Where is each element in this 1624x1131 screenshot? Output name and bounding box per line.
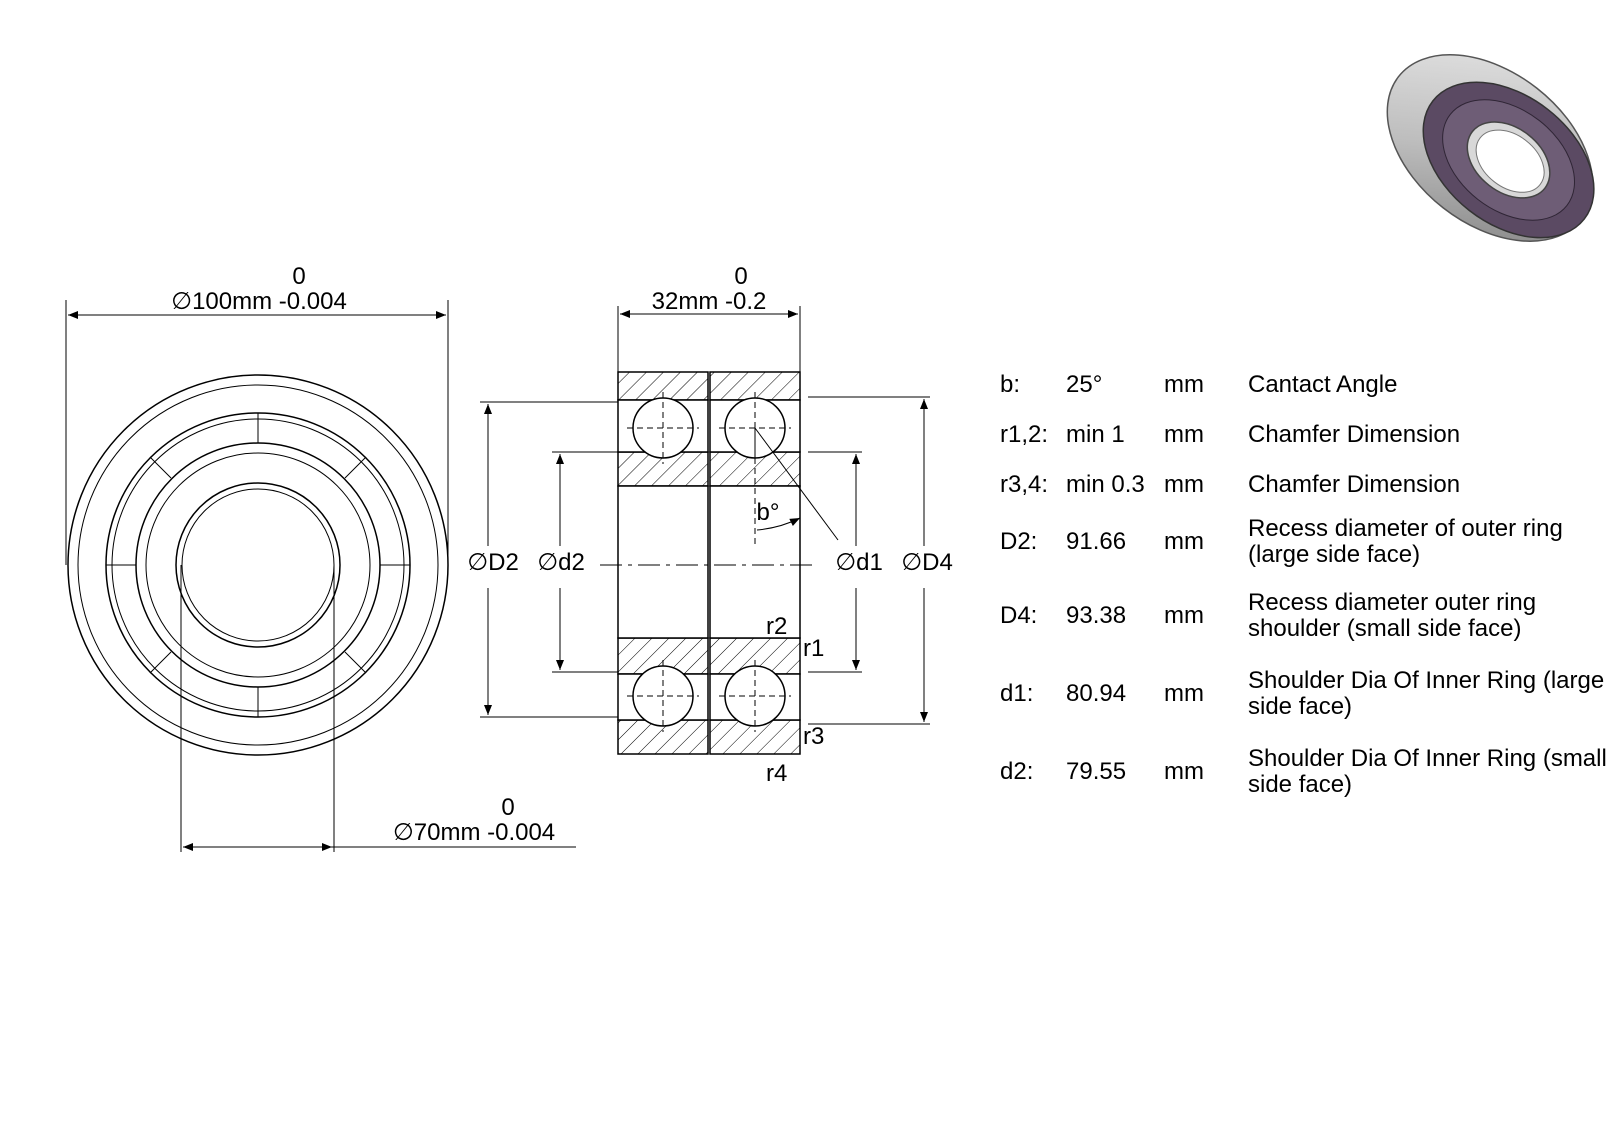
r2-label: r2 <box>766 613 787 640</box>
spec-description: Chamfer Dimension <box>1248 421 1461 448</box>
contact-angle-mark <box>754 427 839 548</box>
spec-unit: mm <box>1164 680 1204 707</box>
spec-unit: mm <box>1164 421 1204 448</box>
spec-value: 91.66 <box>1066 528 1127 555</box>
ball-center-marks <box>600 392 816 732</box>
spec-description: Recess diameter outer ring shoulder (sma… <box>1248 589 1537 642</box>
spec-key: r3,4: <box>1000 471 1049 498</box>
d4-label: ∅D4 <box>901 549 953 576</box>
spec-unit: mm <box>1164 528 1204 555</box>
spec-key: d2: <box>1000 758 1034 785</box>
outer-diameter-dimension <box>65 300 449 565</box>
inner-diameter-upper: 0 <box>501 794 514 821</box>
spec-unit: mm <box>1164 471 1204 498</box>
spec-value: 93.38 <box>1066 602 1127 629</box>
spec-description: Recess diameter of outer ring (large sid… <box>1248 515 1563 568</box>
d1-label: ∅d1 <box>835 549 883 576</box>
spec-value: min 0.3 <box>1066 471 1145 498</box>
spec-unit: mm <box>1164 371 1204 398</box>
spec-key: d1: <box>1000 680 1034 707</box>
bearing-render <box>1386 54 1595 242</box>
spec-value: 80.94 <box>1066 680 1127 707</box>
front-view <box>67 374 449 756</box>
r4-label: r4 <box>766 760 787 787</box>
inner-diameter-lower: ∅70mm -0.004 <box>393 819 555 846</box>
outer-diameter-upper: 0 <box>292 263 305 290</box>
d2-inner-label: ∅d2 <box>537 549 585 576</box>
d2-outer-label: ∅D2 <box>467 549 519 576</box>
cross-section <box>617 371 801 755</box>
spec-description: Chamfer Dimension <box>1248 471 1461 498</box>
spec-value: 25° <box>1066 371 1103 398</box>
diameter-dimensions-right <box>808 396 930 725</box>
outer-diameter-lower: ∅100mm -0.004 <box>171 288 347 315</box>
spec-value: 79.55 <box>1066 758 1127 785</box>
spec-key: D2: <box>1000 528 1038 555</box>
width-dimension <box>617 306 801 372</box>
spec-description: Cantact Angle <box>1248 371 1398 398</box>
spec-key: r1,2: <box>1000 421 1049 448</box>
width-upper: 0 <box>734 263 747 290</box>
contact-angle-label: b° <box>757 499 780 526</box>
spec-key: b: <box>1000 371 1021 398</box>
spec-unit: mm <box>1164 602 1204 629</box>
spec-value: min 1 <box>1066 421 1125 448</box>
spec-key: D4: <box>1000 602 1038 629</box>
spec-description: Shoulder Dia Of Inner Ring (small side f… <box>1248 745 1607 798</box>
width-lower: 32mm -0.2 <box>652 288 767 315</box>
r1-label: r1 <box>803 635 824 662</box>
r3-label: r3 <box>803 723 824 750</box>
spec-unit: mm <box>1164 758 1204 785</box>
diameter-dimensions-left <box>480 401 618 718</box>
spec-description: Shoulder Dia Of Inner Ring (large side f… <box>1248 667 1605 720</box>
inner-diameter-dimension <box>180 565 576 852</box>
